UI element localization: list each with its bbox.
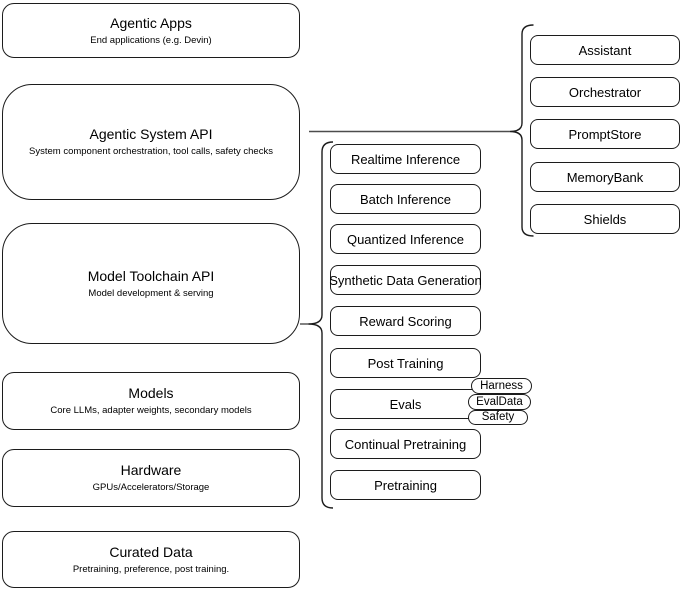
curated-data-box: Curated Data Pretraining, preference, po… [2, 531, 300, 588]
box-subtitle: GPUs/Accelerators/Storage [92, 482, 210, 493]
agentic-apps-box: Agentic Apps End applications (e.g. Devi… [2, 3, 300, 58]
toolchain-services-brace [308, 141, 334, 509]
component-label: Shields [583, 211, 627, 227]
service-label: Post Training [367, 355, 444, 371]
models-box: Models Core LLMs, adapter weights, secon… [2, 372, 300, 430]
box-title: Agentic Apps [110, 14, 192, 31]
component-label: Orchestrator [568, 84, 642, 100]
service-label: Synthetic Data Generation [329, 272, 482, 288]
box-subtitle: Pretraining, preference, post training. [72, 563, 230, 575]
service-box-synthetic-data-generation: Synthetic Data Generation [329, 265, 482, 295]
box-title: Models [128, 385, 174, 401]
system-components-brace [509, 24, 534, 237]
box-title: Agentic System API [89, 126, 213, 142]
pill-label: Safety [481, 411, 515, 424]
box-subtitle: Model development & serving [88, 287, 214, 299]
service-label: Realtime Inference [350, 151, 461, 167]
box-subtitle: Core LLMs, adapter weights, secondary mo… [50, 405, 252, 416]
service-box-evals: Evals [330, 389, 481, 419]
service-label: Pretraining [374, 477, 437, 493]
eval-pill-safety: Safety [468, 409, 528, 425]
service-box-reward-scoring: Reward Scoring [330, 306, 481, 336]
component-label: Assistant [578, 42, 632, 58]
pill-label: Harness [480, 379, 523, 392]
component-label: MemoryBank [566, 169, 644, 185]
service-box-realtime-inference: Realtime Inference [330, 144, 481, 174]
service-label: Continual Pretraining [344, 436, 467, 452]
hardware-box: Hardware GPUs/Accelerators/Storage [2, 449, 300, 507]
service-box-pretraining: Pretraining [330, 470, 481, 500]
box-title: Hardware [120, 462, 182, 478]
component-box-orchestrator: Orchestrator [530, 77, 680, 107]
component-box-memorybank: MemoryBank [530, 162, 680, 192]
component-box-promptstore: PromptStore [530, 119, 680, 149]
component-box-assistant: Assistant [530, 35, 680, 65]
box-subtitle: End applications (e.g. Devin) [90, 34, 212, 46]
box-subtitle: System component orchestration, tool cal… [29, 146, 273, 157]
service-label: Reward Scoring [359, 313, 452, 329]
component-label: PromptStore [568, 126, 642, 142]
box-title: Curated Data [109, 543, 193, 560]
service-box-post-training: Post Training [330, 348, 481, 378]
service-box-continual-pretraining: Continual Pretraining [330, 429, 481, 459]
box-title: Model Toolchain API [87, 267, 215, 284]
model-toolchain-api-box: Model Toolchain API Model development & … [2, 223, 300, 344]
component-box-shields: Shields [530, 204, 680, 234]
eval-pill-harness: Harness [471, 378, 532, 394]
service-box-quantized-inference: Quantized Inference [330, 224, 481, 254]
service-box-batch-inference: Batch Inference [330, 184, 481, 214]
agentic-system-api-box: Agentic System API System component orch… [2, 84, 300, 200]
service-label: Evals [389, 396, 422, 412]
eval-pill-evaldata: EvalData [468, 394, 531, 410]
service-label: Batch Inference [359, 191, 452, 207]
pill-label: EvalData [476, 395, 523, 408]
service-label: Quantized Inference [346, 231, 465, 247]
